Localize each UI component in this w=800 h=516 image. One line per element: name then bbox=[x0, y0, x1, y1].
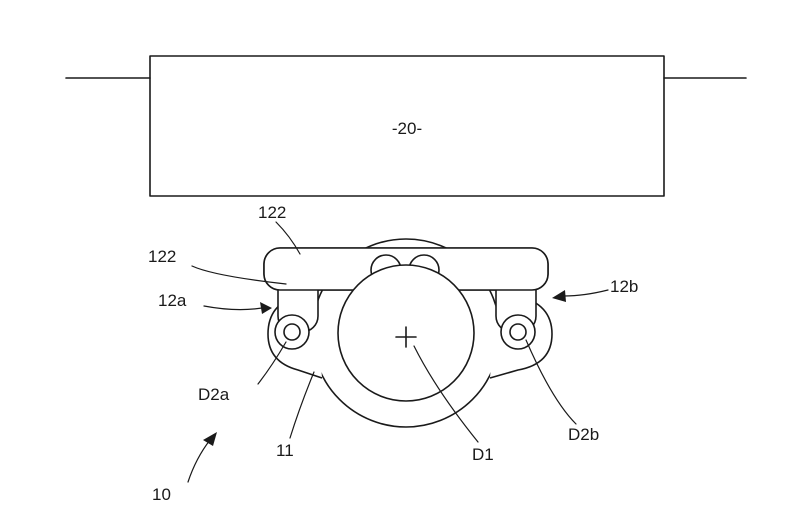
leader-arm-left bbox=[203, 305, 263, 311]
pivot-left-inner bbox=[283, 323, 301, 341]
label-center: D1 bbox=[472, 445, 494, 464]
leader-link-top bbox=[275, 221, 301, 255]
pivot-right-inner bbox=[509, 323, 527, 341]
block-20-label: -20- bbox=[392, 119, 422, 138]
leader-arm-right bbox=[563, 289, 609, 297]
arrowhead-arm-left bbox=[260, 302, 272, 314]
leader-ring bbox=[289, 371, 315, 439]
block-20 bbox=[149, 55, 665, 197]
label-arm-right: 12b bbox=[610, 277, 638, 296]
leader-pivot-right bbox=[525, 339, 577, 425]
leader-pivot-left bbox=[257, 341, 287, 385]
leader-center bbox=[413, 345, 479, 443]
label-arm-left: 12a bbox=[158, 291, 187, 310]
label-ring: 11 bbox=[276, 441, 294, 460]
label-link-top: 122 bbox=[258, 203, 286, 222]
label-link-left: 122 bbox=[148, 247, 176, 266]
leader-assembly bbox=[187, 439, 211, 483]
leader-link-left bbox=[191, 265, 287, 285]
label-assembly: 10 bbox=[152, 485, 171, 504]
label-pivot-right: D2b bbox=[568, 425, 599, 444]
label-pivot-left: D2a bbox=[198, 385, 230, 404]
arrowhead-assembly bbox=[203, 432, 217, 446]
arrowhead-arm-right bbox=[552, 290, 566, 302]
